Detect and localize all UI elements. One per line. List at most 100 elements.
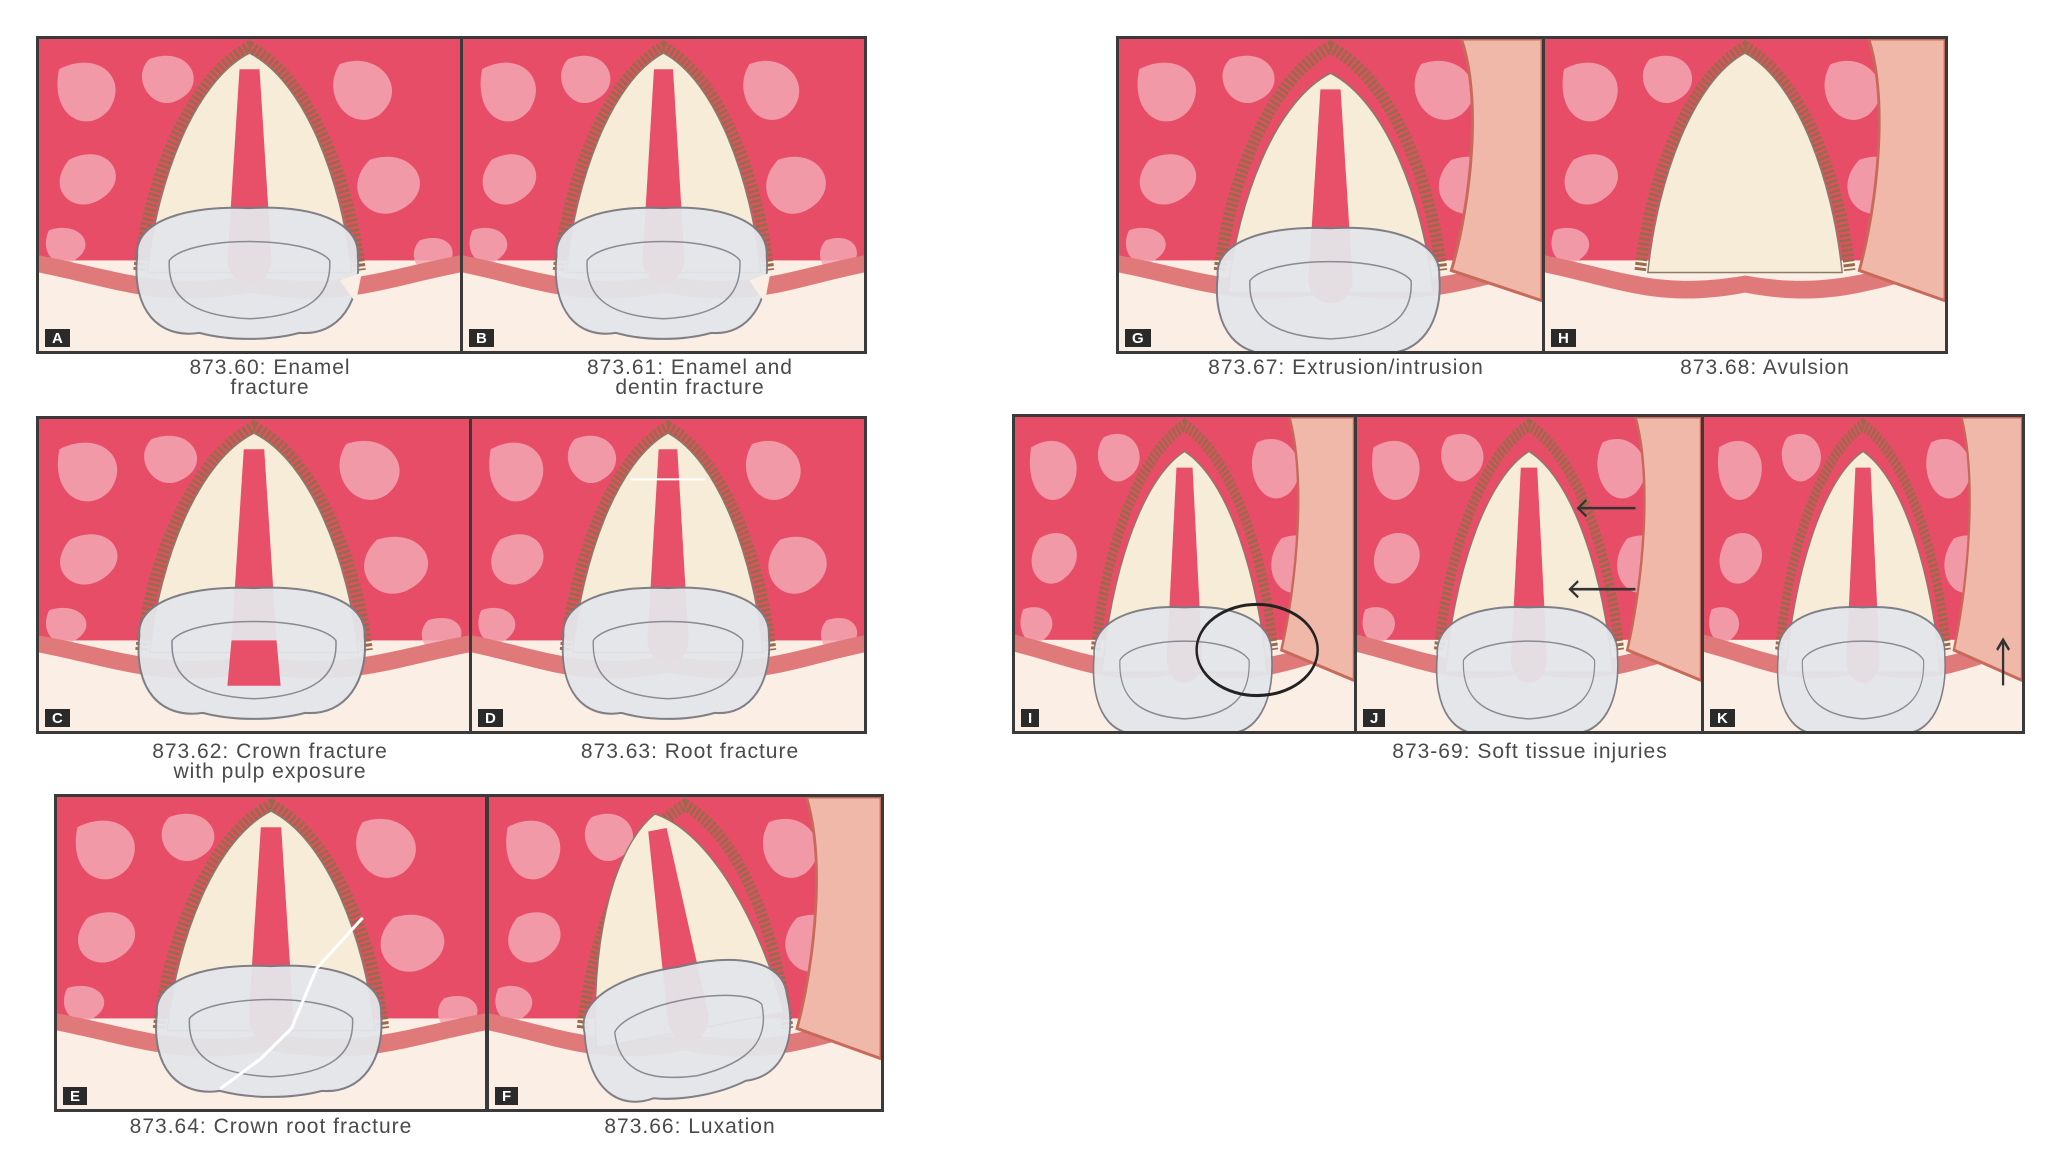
enamel-chip-a [339, 272, 362, 303]
bone-marrow-blob-b-4 [766, 156, 826, 214]
dentin-outline-d [592, 620, 744, 700]
tooth-diagram-k [1704, 417, 2022, 731]
panel-letter-e: E [63, 1087, 88, 1105]
bone-marrow-blob-j-2 [1373, 533, 1420, 584]
bone-marrow-blob-g-0 [1137, 62, 1196, 122]
bone-marrow-blob-f-3 [762, 818, 818, 878]
bone-marrow-blob-g-1 [1222, 55, 1275, 104]
bone-marrow-blob-k-3 [1926, 439, 1971, 499]
bone-marrow-blob-b-1 [561, 55, 611, 104]
bone-marrow-blob-a-6 [45, 227, 86, 264]
caption-crown-fracture-pulp: 873.62: Crown fracture with pulp exposur… [152, 740, 388, 783]
bone-marrow-blob-i-1 [1097, 433, 1140, 482]
bone-marrow-blob-c-1 [144, 435, 198, 484]
bone-marrow-blob-f-2 [508, 912, 561, 963]
bone-marrow-blob-j-3 [1597, 439, 1646, 499]
bone-marrow-blob-h-2 [1564, 154, 1619, 205]
bone-marrow-blob-k-2 [1719, 533, 1763, 584]
bone-marrow-blob-f-0 [506, 820, 561, 880]
bone-marrow-blob-k-6 [1709, 607, 1740, 643]
periodontal-ligament-g [1213, 40, 1448, 272]
dentin-outline-f [613, 994, 765, 1079]
periodontal-ligament-a [133, 40, 366, 272]
bone-marrow-blob-d-6 [478, 607, 516, 644]
bone-marrow-blob-c-2 [60, 534, 118, 585]
bone-marrow-blob-j-0 [1372, 440, 1420, 500]
caption-extrusion-intrusion: 873.67: Extrusion/intrusion [1208, 356, 1484, 379]
lip-tissue-f [795, 797, 881, 1061]
tooth-crown-k [1776, 606, 1946, 731]
tooth-f [582, 813, 792, 1103]
bone-marrow-blob-c-0 [57, 442, 118, 502]
panel-j-soft-tissue: J [1354, 414, 1704, 734]
caption-luxation: 873.66: Luxation [604, 1115, 776, 1138]
lip-tissue-g [1449, 39, 1542, 303]
bone-marrow-blob-e-3 [356, 818, 416, 878]
panel-d-root-fracture: D [469, 416, 867, 734]
tooth-j [1435, 450, 1619, 731]
bone-marrow-blob-i-3 [1251, 439, 1300, 499]
dentin-outline-j [1462, 640, 1596, 720]
lip-tissue-h [1857, 39, 1945, 303]
panel-f-luxation: F [486, 794, 884, 1112]
dentin-outline-g [1249, 260, 1412, 340]
bone-marrow-blob-b-2 [482, 154, 537, 205]
bone-marrow-blob-h-3 [1824, 60, 1881, 120]
bone-marrow-blob-i-6 [1020, 607, 1053, 643]
panel-g-extrusion: G [1116, 36, 1545, 354]
tooth-g [1215, 72, 1441, 351]
panel-b-enamel-dentin-fracture: B [460, 36, 867, 354]
bone-marrow-blob-a-1 [141, 55, 194, 104]
tooth-a [135, 52, 362, 340]
bone-marrow-blob-g-6 [1125, 227, 1166, 264]
bone-marrow-blob-c-6 [45, 607, 87, 644]
periodontal-ligament-f [576, 798, 794, 1030]
tooth-diagram-e [57, 797, 485, 1098]
bone-marrow-blob-a-2 [59, 154, 116, 205]
tooth-diagram-f [489, 797, 881, 1103]
panel-letter-i: I [1021, 709, 1040, 727]
tooth-diagram-d [472, 419, 864, 720]
periodontal-ligament-i [1090, 418, 1279, 651]
bone-marrow-blob-c-4 [364, 536, 429, 594]
bone-marrow-blob-e-1 [161, 813, 215, 862]
bone-marrow-blob-j-6 [1362, 607, 1395, 643]
panel-letter-g: G [1125, 329, 1151, 347]
dentin-outline-c [171, 620, 337, 700]
arrow-lower-j [1568, 580, 1636, 599]
panel-letter-a: A [45, 329, 70, 347]
caption-enamel-dentin-fracture: 873.61: Enamel and dentin fracture [587, 356, 793, 399]
caption-soft-tissue: 873-69: Soft tissue injuries [1392, 740, 1668, 763]
bone-marrow-blob-h-6 [1551, 227, 1590, 264]
bone-marrow-blob-g-3 [1414, 60, 1474, 120]
lip-tissue-j [1625, 417, 1701, 682]
panel-c-crown-fracture: C [36, 416, 472, 734]
dentin-outline-k [1801, 640, 1925, 720]
periodontal-ligament-h [1634, 40, 1856, 272]
periodontal-ligament-e [152, 798, 390, 1030]
tooth-k [1776, 450, 1946, 731]
enamel-chip-b [749, 272, 771, 303]
bone-marrow-blob-d-1 [567, 435, 617, 484]
bone-marrow-blob-a-4 [357, 156, 420, 214]
bone-marrow-blob-h-0 [1562, 62, 1618, 122]
bone-marrow-blob-i-0 [1029, 440, 1077, 500]
tooth-crown-g [1215, 226, 1441, 351]
arrow-upper-j [1576, 499, 1636, 518]
tooth-diagram-c [39, 419, 469, 720]
periodontal-ligament-b [552, 40, 775, 272]
bone-marrow-blob-d-0 [489, 442, 544, 502]
exposed-pulp-c [227, 640, 281, 686]
bone-marrow-blob-e-6 [63, 985, 105, 1022]
caption-root-fracture: 873.63: Root fracture [580, 740, 800, 763]
panel-letter-k: K [1710, 709, 1735, 727]
bone-marrow-blob-k-1 [1781, 433, 1821, 482]
bone-marrow-blob-d-4 [768, 536, 827, 594]
panel-letter-h: H [1551, 329, 1576, 347]
bone-marrow-blob-h-1 [1642, 55, 1693, 104]
panel-h-avulsion: H [1542, 36, 1948, 354]
tooth-diagram-a [39, 39, 460, 340]
bone-marrow-blob-b-3 [743, 60, 800, 120]
bone-marrow-blob-d-3 [745, 440, 801, 500]
bone-marrow-blob-a-3 [333, 60, 393, 120]
